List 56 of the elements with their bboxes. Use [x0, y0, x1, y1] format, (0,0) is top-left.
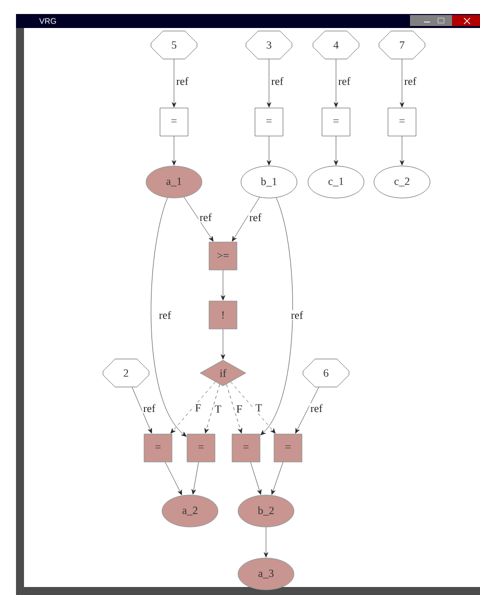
operator-box: = [274, 434, 302, 462]
arrow [226, 384, 242, 434]
arrow [172, 136, 176, 166]
window-title: VRG [39, 18, 56, 24]
edge-label: ref [158, 310, 172, 320]
operator-box: = [160, 108, 188, 136]
edge-label: ref [338, 77, 350, 85]
arrow [264, 527, 268, 558]
arrow [250, 462, 262, 495]
arrow [220, 329, 226, 360]
operator-box: = [144, 434, 172, 462]
arrow [220, 270, 226, 300]
arrow [150, 198, 187, 437]
operator-box: >= [208, 242, 238, 270]
octagon-node: 5 [150, 30, 198, 60]
arrow [260, 197, 293, 436]
arrow [400, 59, 404, 108]
arrow [230, 382, 276, 434]
edge-label: ref [143, 404, 156, 412]
arrow [334, 59, 338, 108]
octagon-node: 3 [246, 30, 292, 60]
edge-label: T [256, 404, 262, 412]
operator-box: = [186, 434, 216, 462]
arrow [170, 382, 216, 434]
edge-label: ref [249, 213, 262, 222]
edge-label: ref [200, 213, 212, 222]
arrow [334, 136, 338, 166]
octagon-node: 6 [302, 358, 350, 388]
arrow [271, 462, 284, 495]
octagon-node: 7 [378, 30, 426, 60]
edge-label: F [195, 404, 201, 412]
operator-box: = [388, 108, 416, 136]
edge-label: F [236, 405, 242, 413]
edge-label: ref [404, 77, 416, 85]
arrow [184, 196, 214, 242]
arrow [132, 387, 152, 434]
operator-box: ! [208, 300, 238, 330]
arrow [232, 197, 260, 242]
edge-label: T [214, 405, 222, 413]
arrow [400, 136, 404, 166]
arrow [266, 59, 272, 108]
arrow [192, 462, 199, 495]
arrow [172, 59, 176, 108]
octagon-node: 4 [312, 30, 360, 60]
arrow [295, 387, 319, 434]
octagon-node: 2 [102, 358, 150, 388]
edge-label: ref [271, 77, 284, 85]
operator-box: = [232, 434, 260, 462]
edge-label: ref [310, 404, 323, 412]
arrow [266, 136, 272, 166]
edge-label: ref [176, 77, 188, 85]
arrow [165, 462, 182, 496]
arrow [204, 384, 220, 434]
operator-box: = [254, 108, 284, 136]
operator-box: = [322, 108, 350, 136]
edge-label: ref [290, 310, 304, 320]
